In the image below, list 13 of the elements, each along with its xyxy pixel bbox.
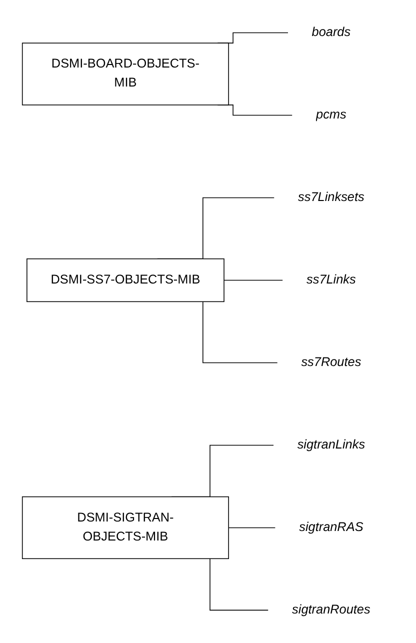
node-text: pcms	[316, 108, 346, 122]
connector	[228, 527, 276, 528]
node-text: ss7Routes	[300, 356, 361, 370]
node-text: ss7Linksets	[298, 190, 364, 204]
node-box: DSMI-SS7-OBJECTS-MIB	[26, 258, 224, 302]
node-box: DSMI-SIGTRAN-OBJECTS-MIB	[22, 496, 229, 560]
connector	[223, 280, 283, 281]
node-text: sigtranRAS	[298, 520, 364, 534]
node-text: ss7Links	[306, 273, 356, 287]
node-text: sigtranLinks	[297, 438, 365, 452]
node-box: DSMI-BOARD-OBJECTS-MIB	[22, 42, 229, 106]
node-text: boards	[312, 26, 350, 40]
node-text: sigtranRoutes	[292, 603, 370, 617]
